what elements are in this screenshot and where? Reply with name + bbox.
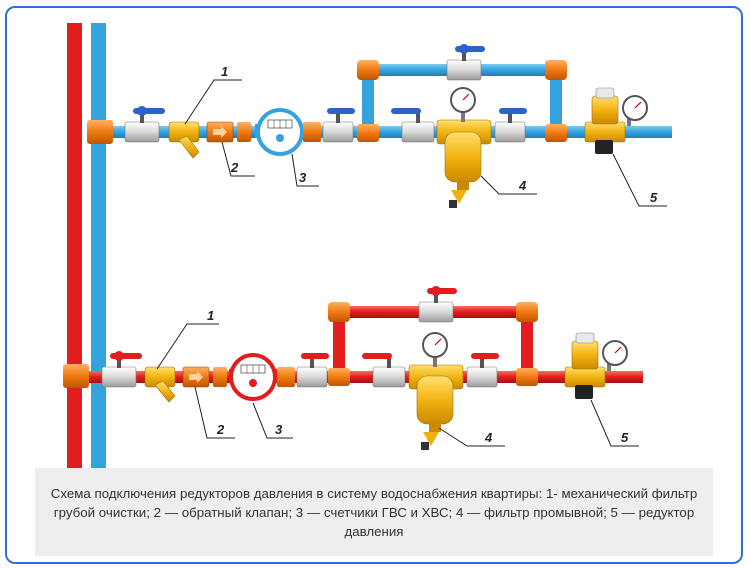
check-valve-icon (206, 121, 234, 143)
check-valve-icon (182, 366, 210, 388)
ball-valve-icon (124, 106, 165, 143)
hot-water-line: 1 2 3 4 5 (63, 286, 643, 450)
pressure-reducer-icon (584, 87, 626, 154)
water-meter-icon (229, 353, 279, 401)
cold-bypass-riser-left (362, 64, 374, 134)
pressure-gauge-icon (450, 87, 476, 122)
pressure-gauge-icon (602, 340, 628, 371)
hot-label-3: 3 (275, 422, 283, 437)
hot-label-4: 4 (484, 430, 493, 445)
cold-riser-pipe (91, 23, 106, 473)
hot-label-1: 1 (207, 308, 214, 323)
strainer-icon (144, 366, 176, 403)
hot-riser-pipe (67, 23, 82, 473)
pressure-reducer-icon (564, 332, 606, 399)
cold-label-4: 4 (518, 178, 527, 193)
flushing-filter-icon (408, 364, 464, 450)
cold-bypass-riser-right (550, 64, 562, 134)
flushing-filter-icon (436, 119, 492, 208)
cold-label-1: 1 (221, 64, 228, 79)
strainer-icon (168, 121, 200, 159)
cold-label-3: 3 (299, 170, 307, 185)
ball-valve-icon (362, 353, 406, 388)
cold-label-2: 2 (230, 160, 239, 175)
ball-valve-icon (101, 351, 142, 388)
ball-valve-icon (446, 44, 485, 81)
cold-water-line: 1 2 3 4 5 (87, 44, 672, 208)
hot-bypass-riser-left (333, 306, 345, 378)
cold-label-5: 5 (650, 190, 658, 205)
pressure-gauge-icon (422, 332, 448, 367)
ball-valve-icon (494, 108, 527, 143)
water-meter-icon (255, 108, 305, 156)
hot-tee-fitting (63, 364, 89, 388)
caption-box: Схема подключения редукторов давления в … (35, 468, 713, 556)
cold-tee-fitting (87, 120, 113, 144)
pressure-gauge-icon (622, 95, 648, 126)
ball-valve-icon (418, 286, 457, 323)
hot-label-5: 5 (621, 430, 629, 445)
ball-valve-icon (466, 353, 499, 388)
hot-label-2: 2 (216, 422, 225, 437)
diagram-caption: Схема подключения редукторов давления в … (50, 485, 698, 539)
diagram-frame: 1 2 3 4 5 (5, 6, 743, 564)
ball-valve-icon (322, 108, 355, 143)
ball-valve-icon (296, 353, 329, 388)
ball-valve-icon (391, 108, 435, 143)
plumbing-diagram: 1 2 3 4 5 (63, 23, 672, 473)
hot-bypass-riser-right (521, 306, 533, 378)
